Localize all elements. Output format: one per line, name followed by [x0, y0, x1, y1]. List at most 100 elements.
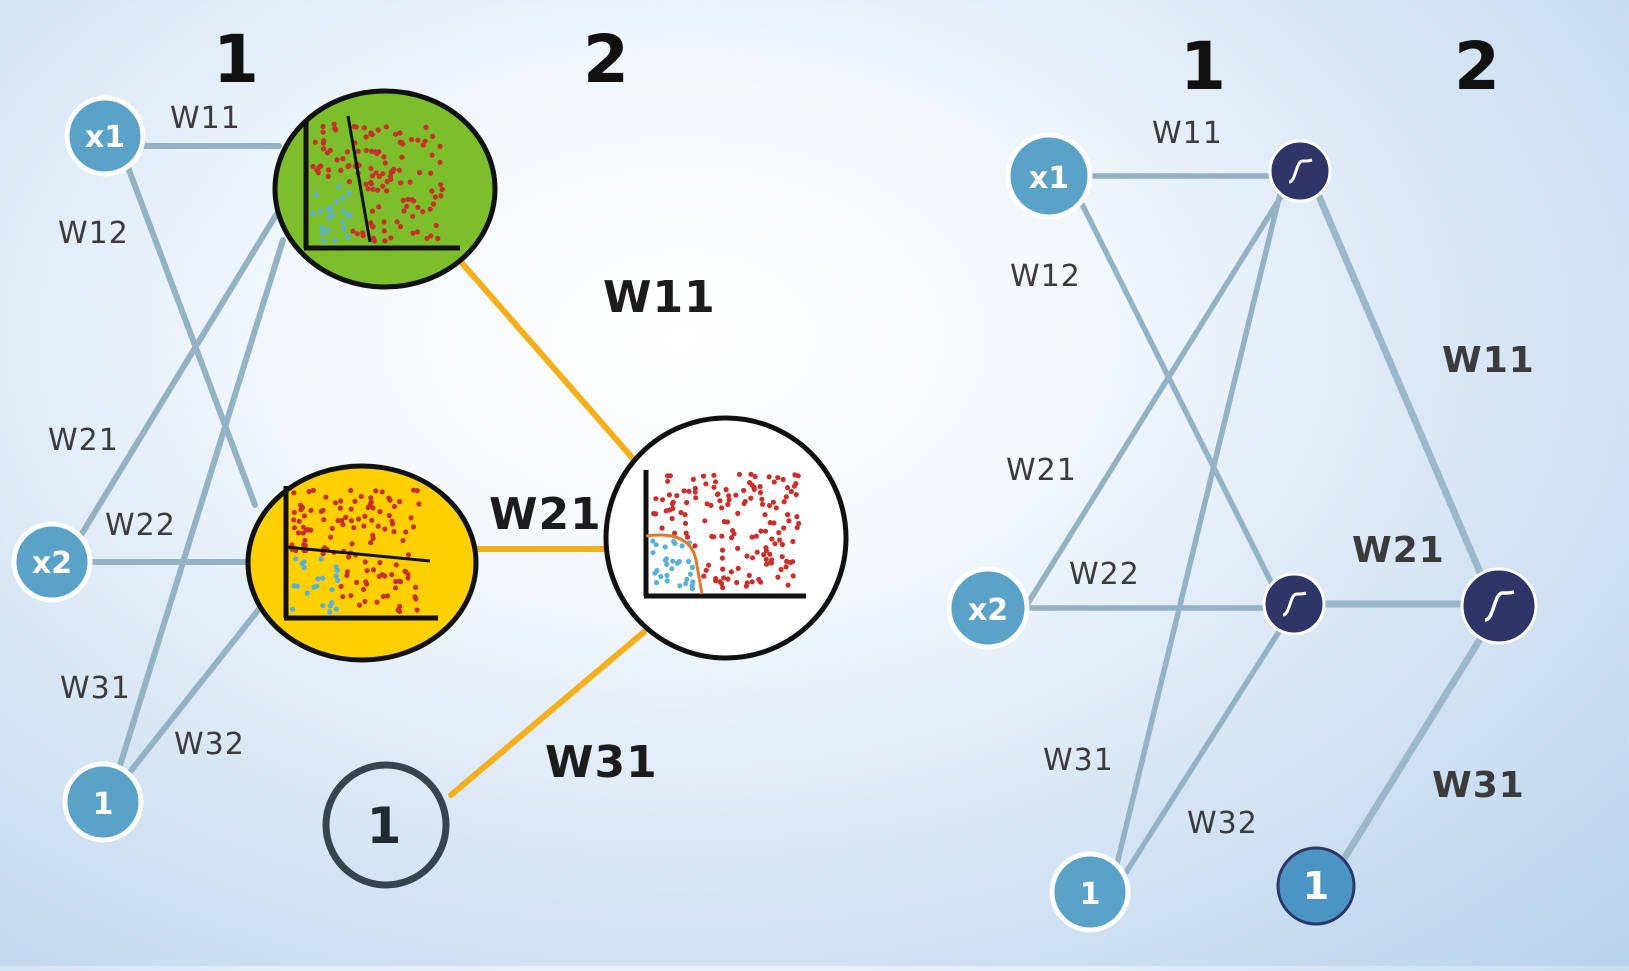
blue-data-point — [301, 565, 307, 571]
right-output-weight-w21: W21 — [1352, 530, 1445, 571]
red-data-point — [726, 497, 732, 503]
blue-data-point — [650, 538, 656, 544]
blue-data-point — [340, 195, 346, 201]
red-data-point — [354, 231, 360, 237]
red-data-point — [429, 188, 435, 194]
red-data-point — [373, 488, 379, 494]
left-weight-w12: W12 — [58, 216, 129, 251]
edge-bias-out — [448, 629, 647, 798]
blue-data-point — [332, 237, 338, 243]
red-data-point — [343, 514, 349, 521]
blue-data-point — [664, 561, 670, 568]
red-data-point — [348, 593, 354, 599]
red-data-point — [397, 130, 403, 136]
red-data-point — [748, 471, 754, 477]
red-data-point — [428, 233, 434, 239]
red-data-point — [683, 530, 689, 536]
red-data-point — [762, 528, 769, 534]
red-data-point — [736, 471, 743, 477]
red-data-point — [717, 579, 723, 585]
red-data-point — [390, 521, 396, 527]
red-data-point — [711, 484, 717, 490]
blue-data-point — [669, 566, 675, 572]
blue-data-point — [340, 219, 346, 225]
red-data-point — [328, 534, 334, 540]
red-data-point — [438, 193, 444, 199]
red-data-point — [396, 578, 402, 584]
red-data-point — [338, 167, 344, 173]
blue-data-point — [685, 558, 692, 565]
red-data-point — [368, 165, 374, 172]
hidden-1-decision-line — [346, 115, 372, 243]
red-data-point — [321, 517, 327, 523]
red-data-point — [665, 478, 671, 484]
red-data-point — [651, 510, 657, 517]
red-data-point — [678, 509, 684, 516]
red-data-point — [326, 167, 332, 173]
blue-data-point — [662, 557, 669, 563]
red-data-point — [407, 179, 413, 185]
red-data-point — [659, 525, 665, 531]
red-data-point — [405, 575, 411, 581]
red-data-point — [719, 547, 726, 553]
red-data-point — [666, 492, 673, 498]
left-input-x1-label: x1 — [85, 120, 125, 155]
blue-data-point — [334, 567, 340, 573]
left-network: 1 2 W11 W12 W21 W22 W31 W32 W11 W21 W31 — [11, 21, 849, 889]
left-input-x2-label: x2 — [32, 546, 72, 581]
blue-data-point — [336, 183, 342, 189]
blue-data-point — [677, 583, 683, 589]
red-data-point — [350, 228, 356, 234]
red-data-point — [360, 586, 367, 593]
red-data-point — [401, 208, 407, 214]
blue-data-point — [341, 225, 347, 231]
red-data-point — [381, 154, 387, 160]
red-data-point — [783, 564, 789, 570]
sigmoid-icon — [1282, 591, 1307, 617]
red-data-point — [681, 488, 687, 494]
blue-data-point — [321, 238, 327, 244]
red-data-point — [435, 235, 441, 241]
red-data-point — [320, 507, 326, 513]
blue-data-point — [652, 570, 658, 576]
blue-data-point — [329, 600, 335, 606]
red-data-point — [291, 517, 297, 523]
red-data-point — [363, 181, 369, 187]
red-data-point — [692, 489, 698, 495]
red-data-point — [766, 474, 772, 480]
red-data-point — [381, 228, 387, 234]
red-data-point — [409, 197, 415, 203]
edge-r-x1-h2 — [1079, 201, 1281, 599]
right-weight-w31: W31 — [1043, 743, 1114, 778]
red-data-point — [382, 238, 388, 244]
red-data-point — [310, 487, 316, 493]
red-data-point — [780, 476, 786, 483]
blue-data-point — [653, 580, 660, 586]
blue-data-point — [683, 581, 689, 587]
red-data-point — [735, 565, 741, 572]
red-data-point — [781, 499, 787, 505]
red-data-point — [742, 498, 748, 505]
edge-r-b-h1 — [1114, 191, 1283, 867]
edge-r-b-h2 — [1122, 627, 1283, 877]
left-layer-label-1: 1 — [213, 21, 259, 98]
red-data-point — [424, 235, 430, 241]
right-input-x1-label: x1 — [1029, 161, 1069, 196]
red-data-point — [320, 129, 326, 135]
right-weight-w12: W12 — [1010, 259, 1081, 294]
red-data-point — [430, 201, 437, 207]
red-data-point — [427, 206, 433, 212]
red-data-point — [784, 485, 791, 491]
red-data-point — [772, 541, 778, 547]
red-data-point — [380, 593, 386, 600]
red-data-point — [364, 568, 370, 574]
right-input-x1: x1 — [1005, 132, 1093, 220]
left-output-weight-w31: W31 — [545, 737, 658, 788]
edge-h1-out — [458, 259, 639, 465]
red-data-point — [382, 160, 388, 166]
red-data-point — [758, 528, 764, 534]
blue-data-point — [320, 230, 326, 236]
left-output-edges — [448, 259, 647, 798]
red-data-point — [416, 501, 422, 507]
red-data-point — [380, 171, 386, 177]
